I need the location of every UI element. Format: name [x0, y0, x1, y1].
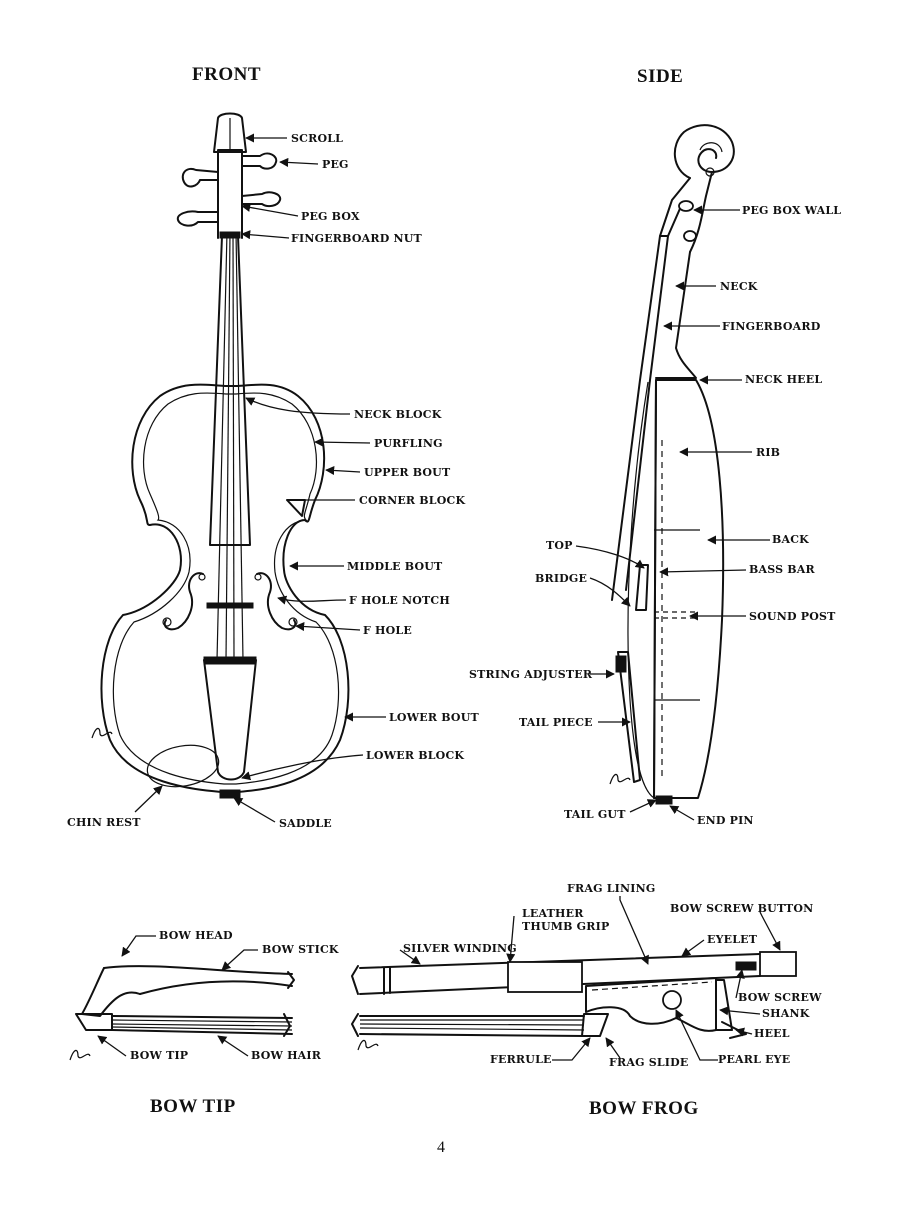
label-f-hole: F HOLE	[363, 624, 412, 637]
label-ferrule: FERRULE	[490, 1053, 552, 1066]
bow-frog-labels: FRAG LINING LEATHER THUMB GRIP BOW SCREW…	[403, 882, 822, 1069]
label-bow-hair: BOW HAIR	[251, 1049, 322, 1062]
label-purfling: PURFLING	[374, 437, 443, 450]
label-lower-bout: LOWER BOUT	[389, 711, 480, 724]
bow-frog-pointers	[399, 896, 781, 1061]
label-eyelet: EYELET	[707, 933, 758, 946]
label-chin-rest: CHIN REST	[67, 816, 141, 829]
label-f-hole-notch: F HOLE NOTCH	[349, 594, 450, 607]
label-fingerboard: FINGERBOARD	[722, 320, 821, 333]
side-labels: PEG BOX WALL NECK FINGERBOARD NECK HEEL …	[469, 204, 841, 827]
heading-side: SIDE	[637, 66, 683, 87]
heading-bow-tip: BOW TIP	[150, 1096, 236, 1117]
label-string-adjuster: STRING ADJUSTER	[469, 668, 593, 681]
label-bass-bar: BASS BAR	[749, 563, 816, 576]
label-pearl-eye: PEARL EYE	[718, 1053, 790, 1066]
label-lower-block: LOWER BLOCK	[366, 749, 464, 762]
label-thumb-grip: THUMB GRIP	[522, 920, 609, 933]
label-saddle: SADDLE	[279, 817, 332, 830]
label-tail-gut: TAIL GUT	[564, 808, 626, 821]
label-peg-box: PEG BOX	[301, 210, 360, 223]
front-labels: SCROLL PEG PEG BOX FINGERBOARD NUT NECK …	[67, 132, 480, 830]
label-fingerboard-nut: FINGERBOARD NUT	[291, 232, 423, 245]
label-back: BACK	[772, 533, 809, 546]
label-top: TOP	[546, 539, 573, 552]
label-scroll: SCROLL	[291, 132, 343, 145]
label-corner-block: CORNER BLOCK	[359, 494, 465, 507]
label-neck: NECK	[720, 280, 758, 293]
label-sound-post: SOUND POST	[749, 610, 836, 623]
label-peg: PEG	[322, 158, 349, 171]
label-frag-slide: FRAG SLIDE	[609, 1056, 688, 1069]
front-pointers	[134, 133, 386, 823]
label-bow-screw-button: BOW SCREW BUTTON	[670, 902, 813, 915]
label-rib: RIB	[756, 446, 780, 459]
label-neck-block: NECK BLOCK	[354, 408, 442, 421]
heading-front: FRONT	[192, 64, 261, 85]
label-heel: HEEL	[754, 1027, 790, 1040]
label-tail-piece: TAIL PIECE	[519, 716, 593, 729]
label-upper-bout: UPPER BOUT	[364, 466, 451, 479]
label-bridge: BRIDGE	[535, 572, 587, 585]
bow-frog-drawing	[351, 951, 797, 1051]
label-frag-lining: FRAG LINING	[567, 882, 655, 895]
label-bow-screw: BOW SCREW	[738, 991, 822, 1004]
label-bow-stick: BOW STICK	[262, 943, 339, 956]
label-bow-head: BOW HEAD	[159, 929, 233, 942]
label-leather: LEATHER	[522, 907, 584, 920]
side-violin-drawing	[609, 124, 735, 805]
page-number: 4	[437, 1139, 445, 1156]
label-neck-heel: NECK HEEL	[745, 373, 822, 386]
side-pointers	[575, 205, 770, 821]
bow-tip-drawing	[69, 965, 295, 1061]
label-silver-winding: SILVER WINDING	[403, 942, 517, 955]
label-end-pin: END PIN	[697, 814, 754, 827]
label-middle-bout: MIDDLE BOUT	[347, 560, 443, 573]
label-shank: SHANK	[762, 1007, 810, 1020]
label-bow-tip: BOW TIP	[130, 1049, 188, 1062]
heading-bow-frog: BOW FROG	[589, 1098, 699, 1119]
label-peg-box-wall: PEG BOX WALL	[742, 204, 841, 217]
bow-tip-labels: BOW HEAD BOW STICK BOW TIP BOW HAIR	[130, 929, 339, 1062]
bow-tip-pointers	[97, 935, 258, 1057]
